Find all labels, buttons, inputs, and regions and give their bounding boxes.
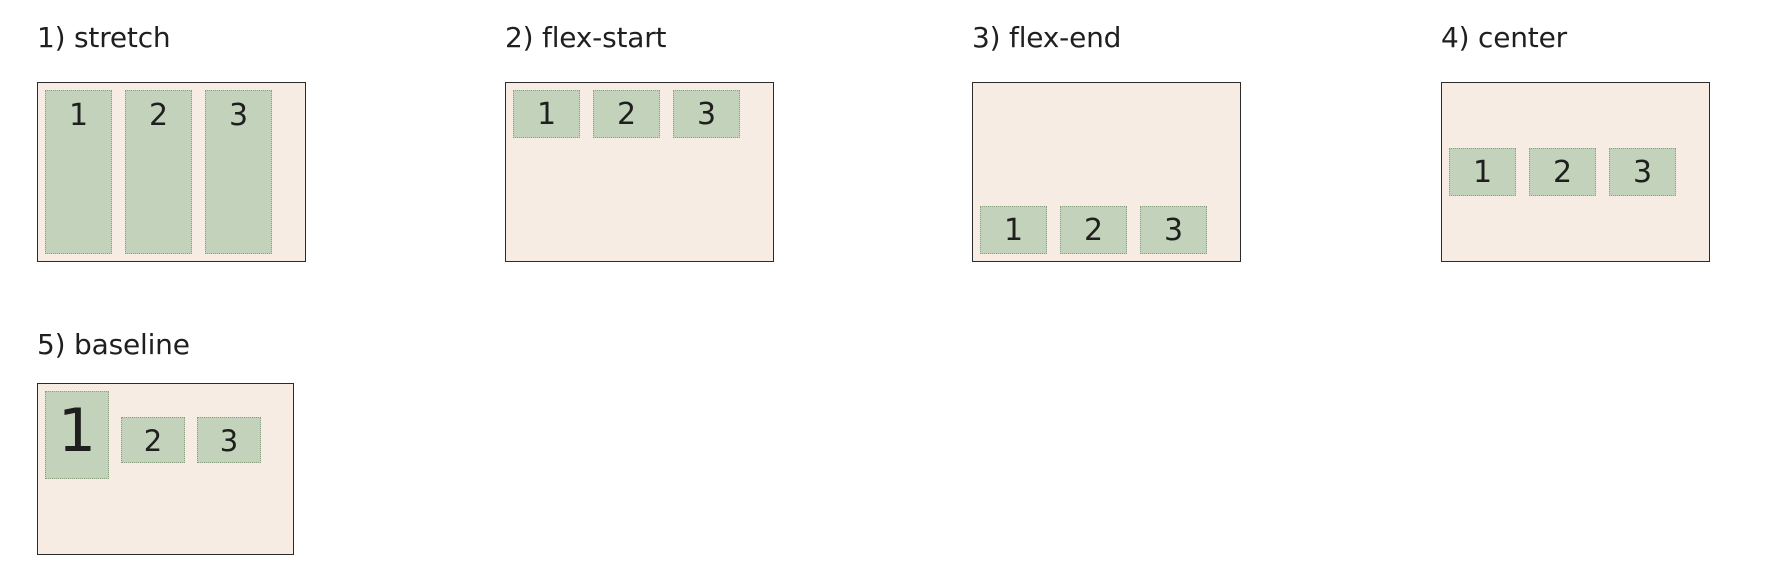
flex-item: 1: [513, 90, 580, 138]
flex-item: 3: [197, 417, 261, 463]
flex-item: 1: [1449, 148, 1516, 196]
flex-item: 3: [673, 90, 740, 138]
flex-container: 1 2 3: [37, 82, 306, 262]
flex-item: 2: [593, 90, 660, 138]
flex-container: 1 2 3: [37, 383, 294, 555]
demo-title: 2) flex-start: [505, 21, 667, 54]
flex-item-large: 1: [45, 391, 109, 479]
flex-container: 1 2 3: [1441, 82, 1710, 262]
flex-item: 2: [121, 417, 185, 463]
flex-item: 2: [125, 90, 192, 254]
demo-title: 3) flex-end: [972, 21, 1122, 54]
flex-item: 3: [1140, 206, 1207, 254]
demo-title: 1) stretch: [37, 21, 171, 54]
flex-item: 3: [1609, 148, 1676, 196]
flex-item: 2: [1529, 148, 1596, 196]
flex-item: 3: [205, 90, 272, 254]
flex-item: 1: [980, 206, 1047, 254]
flex-container: 1 2 3: [972, 82, 1241, 262]
flex-item: 1: [45, 90, 112, 254]
flex-container: 1 2 3: [505, 82, 774, 262]
flex-item: 2: [1060, 206, 1127, 254]
demo-title: 5) baseline: [37, 328, 190, 361]
demo-title: 4) center: [1441, 21, 1567, 54]
